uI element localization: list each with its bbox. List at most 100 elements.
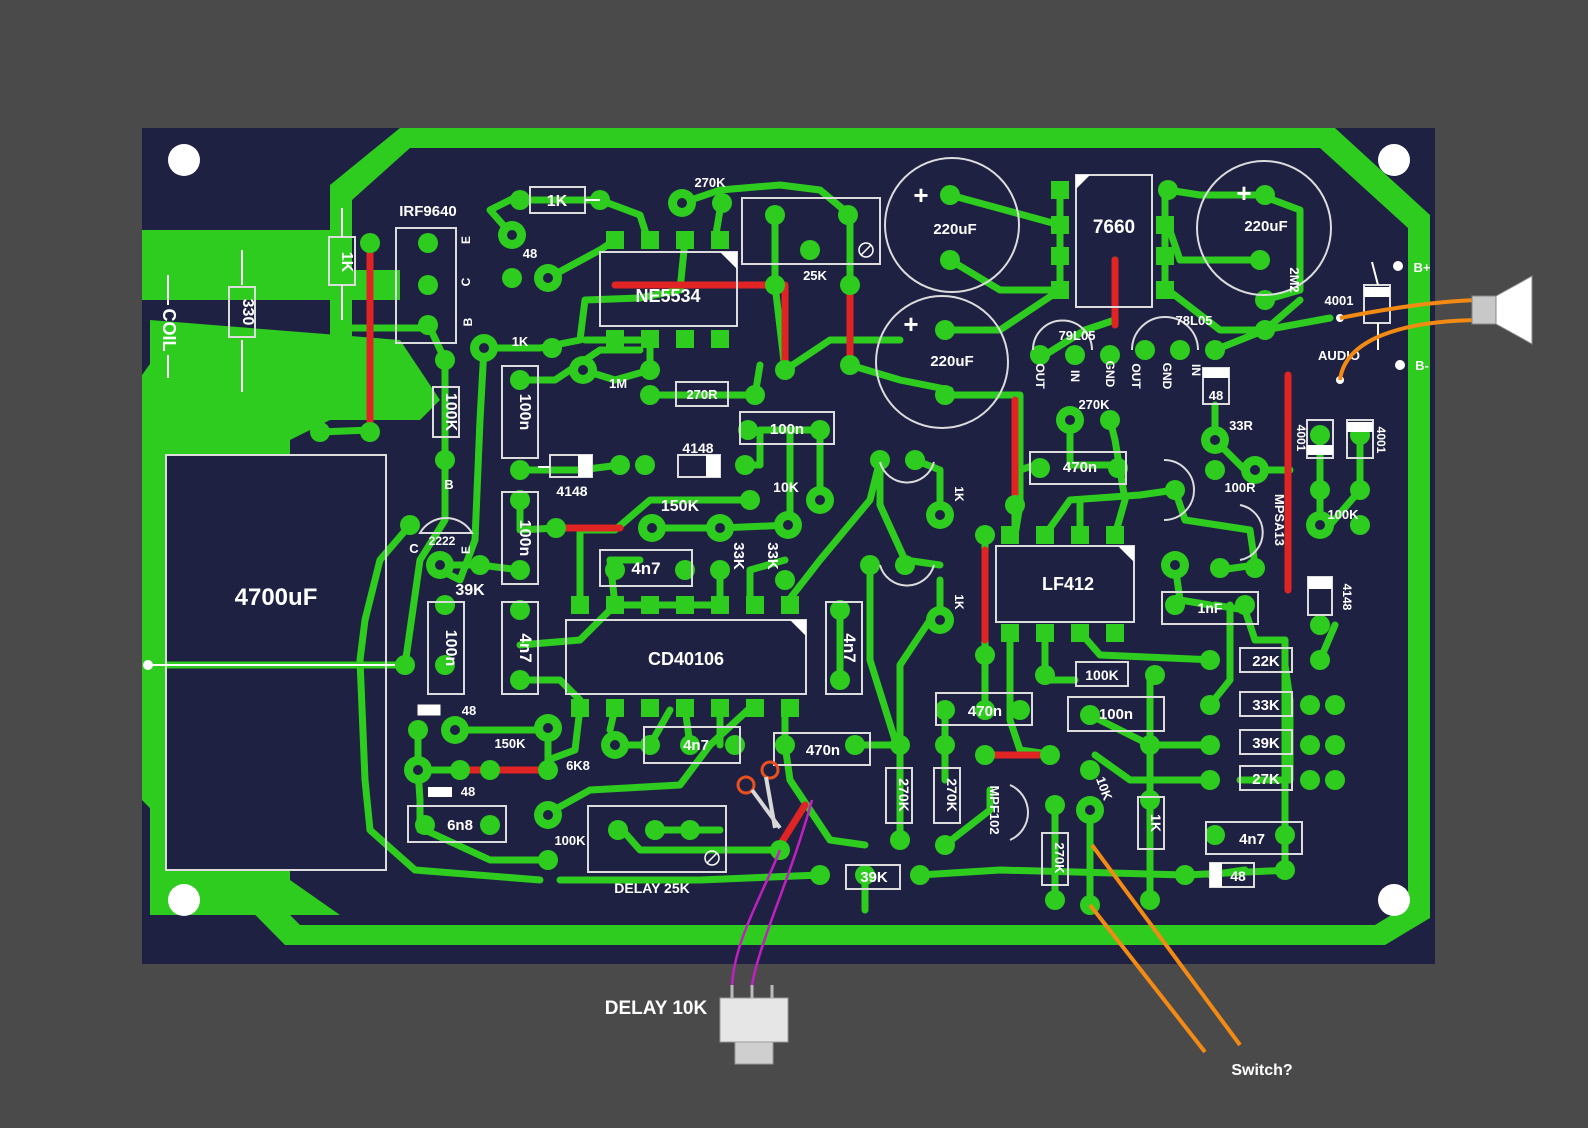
speaker-icon — [1471, 275, 1533, 345]
plus-3: + — [1236, 178, 1251, 208]
component-outlines — [165, 157, 1391, 890]
r1k-label-b: 1K — [952, 486, 966, 502]
d4001-label-c: 4001 — [1374, 427, 1388, 454]
jumper-wires — [366, 239, 1292, 849]
r100k-label-a: 100K — [442, 393, 459, 432]
connector-lines — [148, 199, 1379, 666]
r100k-label-b: 100K — [554, 833, 586, 848]
ic-7660-outline — [1075, 174, 1153, 308]
reg79l05-label: 79L05 — [1059, 328, 1096, 343]
pot-25k-outline — [741, 197, 881, 265]
reg78l05-label: 78L05 — [1176, 313, 1213, 328]
r1m-label: 1M — [609, 376, 627, 391]
d48-label-d: 48 — [1209, 388, 1223, 403]
coil-terminal — [143, 660, 153, 670]
ic-ne5534-outline — [599, 251, 738, 327]
wires-to-delay-pot — [730, 799, 814, 986]
mounting-holes — [168, 144, 1410, 916]
r1k-vert-label: 1K — [338, 252, 355, 273]
reg-in-label: IN — [1068, 370, 1082, 382]
reg-gnd2-label: GND — [1160, 363, 1174, 390]
scissors-icon — [736, 760, 782, 830]
r1k-top-label: 1K — [547, 193, 568, 210]
r1k-label-c: 1K — [952, 594, 966, 610]
plus-2: + — [903, 309, 918, 339]
mpf102-label: MPF102 — [987, 785, 1002, 834]
d4148-label-b: 4148 — [556, 483, 587, 499]
ic-lf412-label: LF412 — [1042, 574, 1094, 594]
r100k-label-d: 100K — [1327, 507, 1359, 522]
r33k-label-a: 33K — [730, 542, 747, 570]
ic-7660-label: 7660 — [1093, 217, 1135, 238]
r270r-label: 270R — [686, 387, 718, 402]
d48-label-f: 48 — [1230, 868, 1246, 884]
d4148-label-a: 4148 — [682, 440, 713, 456]
cap-220uf-outline-2 — [875, 295, 1009, 429]
r39k-label-c: 39K — [1252, 735, 1280, 752]
square-pads — [571, 181, 1174, 717]
reg-gnd-label: GND — [1103, 361, 1117, 388]
pot-delay-label: DELAY 25K — [614, 880, 689, 896]
pin-c2-label: C — [459, 277, 473, 286]
c4n7-label-d: 4n7 — [1239, 831, 1265, 848]
bminus-label: B- — [1415, 358, 1429, 373]
pin-e2-label: E — [459, 546, 473, 554]
c4n7-label-b: 4n7 — [516, 633, 535, 662]
r100k-label-c: 100K — [1085, 667, 1118, 683]
label-4700uf: 4700uF — [235, 584, 318, 611]
coil-label: COIL — [159, 309, 179, 352]
c470n-label-b: 470n — [968, 703, 1002, 720]
c1nf-label: 1nF — [1198, 600, 1223, 616]
c4n7-label-c: 4n7 — [840, 633, 859, 662]
switch-label: Switch? — [1231, 1062, 1292, 1079]
irf9640-label: IRF9640 — [399, 203, 457, 220]
delay-10k-label: DELAY 10K — [605, 998, 708, 1019]
mpsa13-label: MPSA13 — [1272, 494, 1287, 546]
d48-label-c: 48 — [461, 784, 475, 799]
d48-label-b: 48 — [462, 703, 476, 718]
copper-coil-band — [142, 230, 400, 300]
r39k-label-b: 39K — [860, 869, 888, 886]
r100r-label: 100R — [1224, 480, 1256, 495]
c6n8-label: 6n8 — [447, 817, 473, 834]
t2222-label: 2222 — [429, 534, 456, 548]
r1k-label-a: 1K — [512, 334, 529, 349]
cap-4700uf-outline — [165, 454, 387, 871]
r2m2-label: 2M2 — [1287, 267, 1302, 292]
trimmer-symbols — [704, 242, 874, 866]
r10k-label-a: 10K — [773, 479, 799, 495]
r22k-label: 22K — [1252, 653, 1280, 670]
pin-b2-label: B — [461, 317, 475, 326]
r6k8-label: 6K8 — [566, 758, 590, 773]
c470n-label-a: 470n — [806, 742, 840, 759]
diode-bands — [417, 175, 1390, 887]
cap-220uf-outline-1 — [884, 157, 1020, 293]
ic-lf412-outline — [995, 545, 1135, 623]
bplus-label: B+ — [1414, 260, 1431, 275]
r27k-label: 27K — [1252, 771, 1280, 788]
cap-220uf-outline-3 — [1196, 160, 1332, 296]
r1k-label-d: 1K — [1148, 814, 1164, 832]
r330-label: 330 — [239, 299, 256, 326]
bminus-terminal — [1395, 360, 1405, 370]
c4n7-label-e: 4n7 — [683, 737, 709, 754]
c100n-label-d: 100n — [442, 630, 459, 666]
r33r-label: 33R — [1229, 418, 1253, 433]
label-220uf-1: 220uF — [933, 221, 976, 238]
d4001-label-a: 4001 — [1325, 293, 1354, 308]
ic-cd40106-outline — [565, 619, 807, 695]
potentiometer-knob-icon — [719, 985, 789, 1065]
r270k-top-label: 270K — [694, 175, 726, 190]
c100n-label-a: 100n — [770, 421, 804, 438]
c100n-label-b: 100n — [516, 394, 533, 430]
d4001-label-b: 4001 — [1294, 425, 1308, 452]
c470n-label-c: 470n — [1063, 459, 1097, 476]
pad-drills — [413, 198, 1325, 820]
r150k-label-b: 150K — [494, 736, 526, 751]
pot-delay-outline — [587, 805, 727, 873]
reg-out2-label: OUT — [1129, 363, 1143, 389]
pin-b-label: B — [444, 477, 453, 492]
r33k-label-c: 33K — [1252, 697, 1280, 714]
